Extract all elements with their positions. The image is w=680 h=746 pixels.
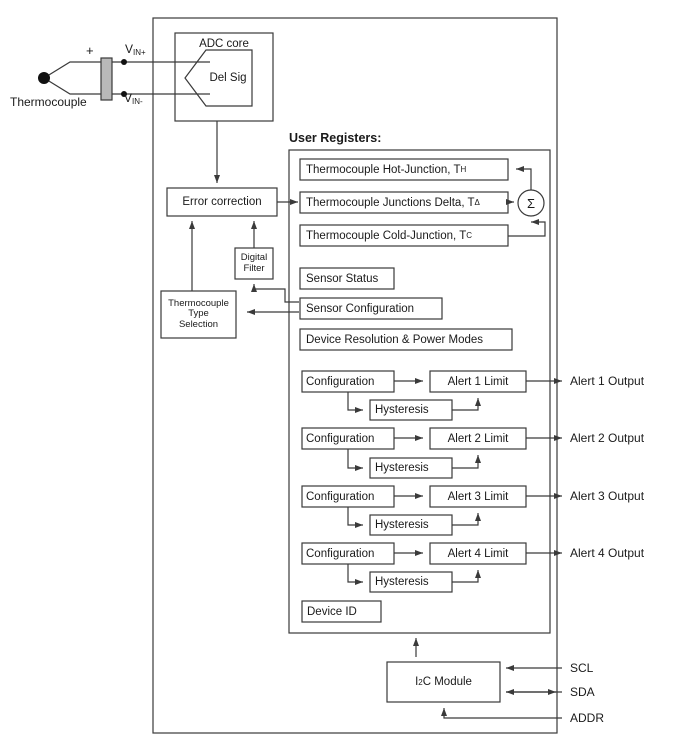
alert-2-limit-label: Alert 2 Limit xyxy=(447,432,509,445)
register-box-hot-junction xyxy=(299,158,509,181)
type-selection-box xyxy=(160,290,237,339)
alert-2-configuration-label: Configuration xyxy=(306,432,375,445)
device-id-label: Device ID xyxy=(307,605,357,618)
del-sig-label: Del Sig xyxy=(209,72,247,84)
register-box-device-resolution xyxy=(299,328,513,351)
alert-1-hysteresis-to-limit-arrow xyxy=(452,398,481,411)
type-selection-label: Thermocouple Type Selection xyxy=(161,291,236,338)
del-sig-shape xyxy=(184,49,253,107)
pin-label-sda: SDA xyxy=(570,685,595,699)
vin-minus-node-dot xyxy=(121,91,127,97)
alert-4-config-to-hysteresis-arrow xyxy=(347,564,363,585)
alert-4-hysteresis-to-limit-arrow xyxy=(452,570,481,583)
pin-label-scl: SCL xyxy=(570,661,594,675)
alert-1-output-label: Alert 1 Output xyxy=(570,374,645,388)
vin-plus-label: VIN+ xyxy=(125,42,146,58)
digital-filter-line-1: Digital xyxy=(240,251,268,263)
alert-1-limit-label: Alert 1 Limit xyxy=(447,375,509,388)
alert-1-config-to-hysteresis-arrow xyxy=(347,392,363,413)
alert-3-hysteresis-to-limit-arrow xyxy=(452,513,481,526)
type-selection-line-2: Type xyxy=(188,308,209,320)
cold-junction-to-summer-arrow xyxy=(508,219,546,237)
alert-4-configuration-label: Configuration xyxy=(306,547,375,560)
thermocouple-connector-bar xyxy=(100,57,113,101)
alert-1-configuration-label: Configuration xyxy=(306,375,375,388)
register-box-sensor-configuration xyxy=(299,297,443,320)
alert-4-output-label: Alert 4 Output xyxy=(570,546,645,560)
alert-4-hysteresis-label: Hysteresis xyxy=(375,576,429,588)
vin-plus-node-dot xyxy=(121,59,127,65)
alert-3-hysteresis-label: Hysteresis xyxy=(375,519,429,531)
alert-3-configuration-label: Configuration xyxy=(306,490,375,503)
addr-line xyxy=(441,708,562,719)
register-label-device-resolution: Device Resolution & Power Modes xyxy=(306,333,484,346)
alert-1-hysteresis-label: Hysteresis xyxy=(375,404,429,416)
thermocouple-junction-dot xyxy=(38,72,50,84)
register-box-sensor-status xyxy=(299,267,395,290)
summer-symbol: Σ xyxy=(526,195,536,211)
alert-2-config-to-hysteresis-arrow xyxy=(347,449,363,471)
type-selection-line-1: Thermocouple xyxy=(168,297,229,309)
digital-filter-label: Digital Filter xyxy=(235,248,273,279)
vin-minus-label: VIN- xyxy=(124,91,143,107)
device-id-box xyxy=(301,600,382,623)
thermocouple-label: Thermocouple xyxy=(10,95,87,109)
register-label-sensor-configuration: Sensor Configuration xyxy=(306,302,415,315)
error-correction-label: Error correction xyxy=(182,196,262,208)
chip-boundary xyxy=(152,17,558,734)
i2c-module-box xyxy=(386,661,501,703)
user-registers-heading: User Registers: xyxy=(289,131,382,145)
alert-2-hysteresis-label: Hysteresis xyxy=(375,462,429,474)
alert-4-limit-label: Alert 4 Limit xyxy=(447,547,509,560)
summer-to-hot-junction-arrow xyxy=(516,166,532,190)
type-selection-line-3: Selection xyxy=(178,318,219,330)
adc-core-label: ADC core xyxy=(199,38,249,50)
polarity-plus-label: + xyxy=(86,43,94,58)
register-label-sensor-status: Sensor Status xyxy=(306,272,379,285)
digital-filter-line-2: Filter xyxy=(243,262,265,274)
alert-3-limit-label: Alert 3 Limit xyxy=(447,490,509,503)
alert-3-config-to-hysteresis-arrow xyxy=(347,507,363,528)
sensor-config-to-filter-arrow xyxy=(251,284,299,303)
alert-3-output-label: Alert 3 Output xyxy=(570,489,645,503)
pin-label-addr: ADDR xyxy=(570,711,605,725)
user-registers-box xyxy=(288,149,551,634)
adc-core-box xyxy=(174,32,274,122)
alert-2-hysteresis-to-limit-arrow xyxy=(452,455,481,469)
alert-2-output-label: Alert 2 Output xyxy=(570,431,645,445)
